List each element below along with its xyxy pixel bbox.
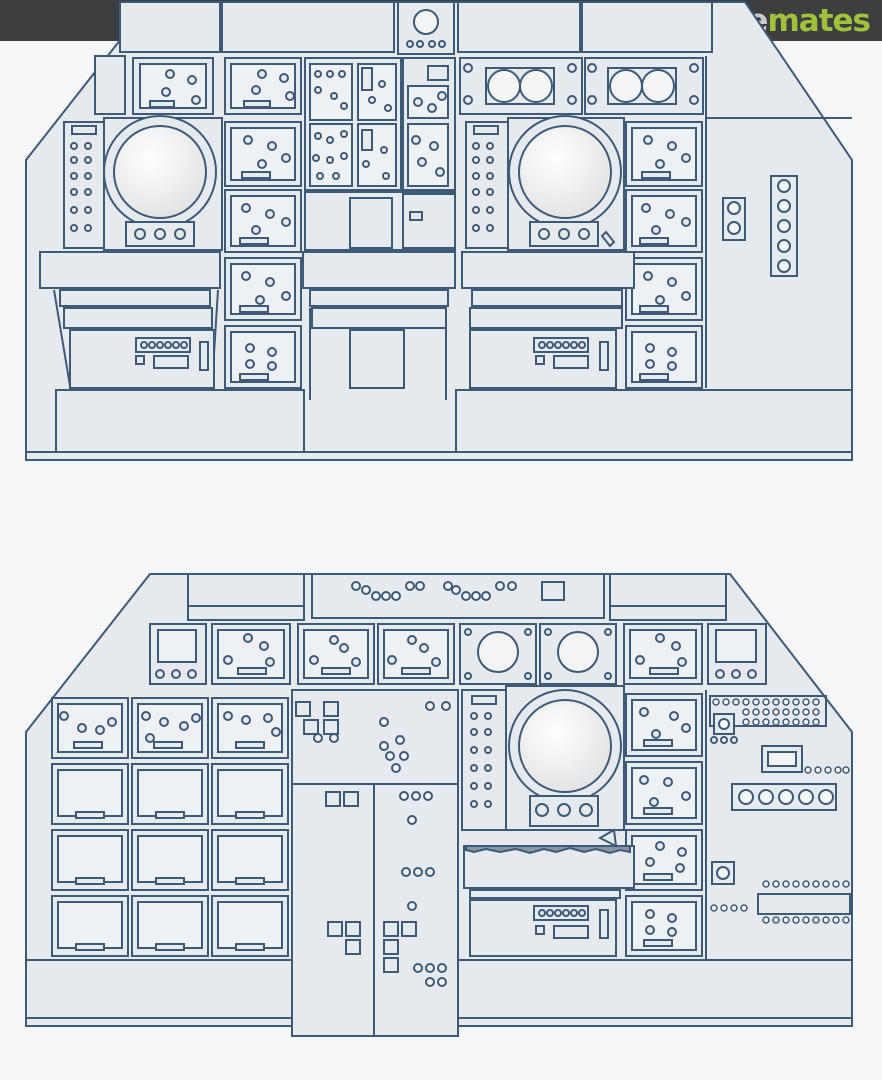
upper-left-side-strip bbox=[63, 121, 105, 249]
upper-left-base-block bbox=[55, 389, 305, 453]
lower-far-right-slot bbox=[757, 893, 851, 915]
lower-top-box-left bbox=[187, 573, 305, 607]
upper-top-box-left bbox=[119, 1, 221, 53]
lower-left-base bbox=[25, 959, 293, 1019]
upper-top-box-right bbox=[457, 1, 581, 53]
upper-right-base-block bbox=[455, 389, 853, 453]
logo-text-mates: mates bbox=[767, 3, 871, 39]
lower-top-box-right bbox=[609, 573, 727, 607]
upper-right-radar-scope bbox=[518, 125, 612, 219]
lower-right-side-strip bbox=[461, 689, 507, 831]
lower-radar-scope bbox=[518, 699, 612, 793]
lower-instrument-panel bbox=[25, 573, 853, 1037]
upper-instrument-panel bbox=[25, 0, 853, 461]
upper-small-panel-1 bbox=[94, 55, 126, 115]
lower-far-right-dot-matrix bbox=[709, 695, 827, 727]
upper-left-shelf bbox=[39, 251, 221, 289]
upper-top-box-far-right bbox=[581, 1, 713, 53]
upper-right-shelf bbox=[461, 251, 635, 289]
upper-centre-shelf bbox=[302, 251, 456, 289]
upper-left-radar-scope bbox=[113, 125, 207, 219]
lower-right-base bbox=[457, 959, 853, 1019]
upper-centre-lower-door bbox=[349, 329, 405, 389]
upper-top-box-mid bbox=[221, 1, 395, 53]
